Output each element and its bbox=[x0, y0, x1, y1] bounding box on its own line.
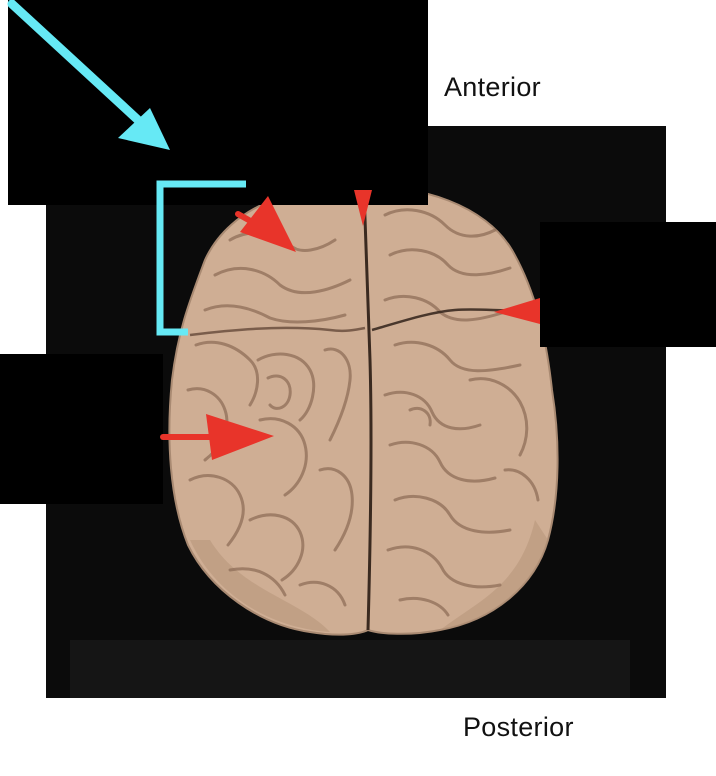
posterior-label: Posterior bbox=[463, 712, 574, 742]
left-central-sulcus bbox=[189, 326, 366, 337]
red-arrow-frontal bbox=[235, 196, 296, 252]
cyan-bracket bbox=[156, 180, 246, 336]
anterior-label: Anterior bbox=[444, 72, 541, 102]
brain-model bbox=[168, 186, 559, 636]
redacted-label-right bbox=[540, 222, 716, 347]
red-arrow-parietal bbox=[160, 414, 274, 460]
photo-stand-shadow bbox=[70, 640, 630, 698]
red-arrow-central-sulcus bbox=[494, 298, 540, 324]
redacted-label-left bbox=[0, 354, 163, 504]
right-hemisphere-gyri bbox=[383, 208, 540, 617]
brain-shading-right bbox=[440, 520, 548, 630]
red-arrow-fissure bbox=[354, 190, 372, 226]
redacted-label-top bbox=[8, 0, 428, 205]
longitudinal-fissure bbox=[362, 189, 373, 631]
cyan-arrow bbox=[7, 0, 170, 150]
brain-shading bbox=[190, 540, 330, 632]
left-hemisphere-gyri bbox=[186, 231, 354, 607]
